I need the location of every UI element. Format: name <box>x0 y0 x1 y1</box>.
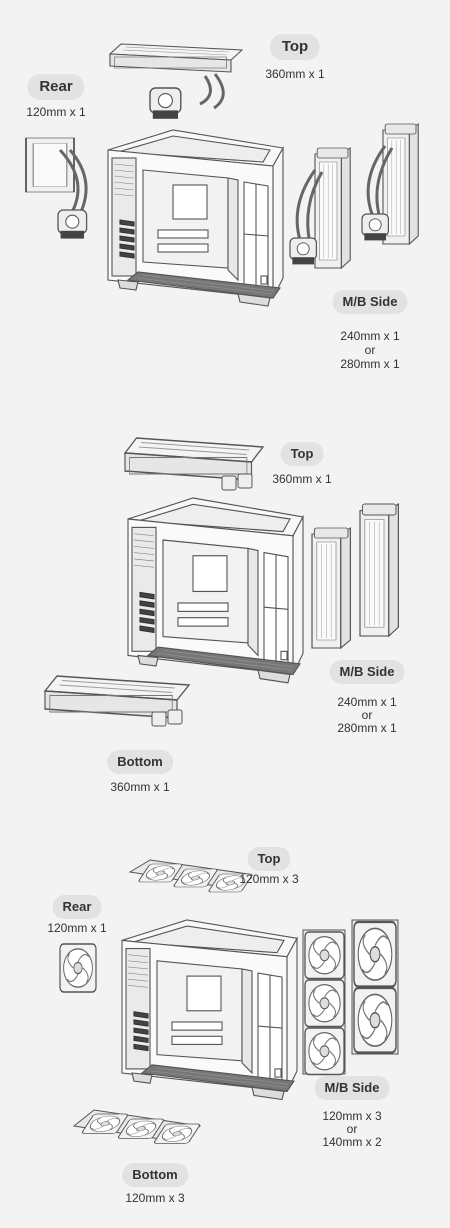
radiator-diagram <box>44 437 399 727</box>
rear-label: Rear <box>27 74 85 100</box>
panel-aio-360: Top 360mm x 1 Rear 120mm x 1 M/B Side 24… <box>0 0 450 406</box>
side-radiator-240 <box>311 527 351 649</box>
bottom-label: Bottom <box>107 750 173 774</box>
rear-label: Rear <box>52 895 102 919</box>
top-fans <box>128 859 254 893</box>
fan-diagram <box>59 859 399 1145</box>
rear-size: 120mm x 1 <box>26 105 86 119</box>
pc-case <box>107 129 284 307</box>
side-or: or <box>364 343 376 357</box>
side-radiator-240 <box>314 147 351 269</box>
pc-case <box>121 919 298 1101</box>
side-label: M/B Side <box>332 290 408 314</box>
side-size-1: 240mm x 1 <box>340 329 400 343</box>
top-size: 360mm x 1 <box>265 67 325 81</box>
top-radiator-ports <box>221 473 253 491</box>
side-fans-120 <box>302 929 346 1076</box>
side-label: M/B Side <box>329 660 405 684</box>
side-or: or <box>361 708 373 722</box>
rear-pump <box>57 209 88 240</box>
bottom-radiator <box>44 675 190 719</box>
pc-case <box>127 497 304 684</box>
top-label: Top <box>247 847 291 871</box>
top-pump <box>149 87 182 120</box>
rear-radiator <box>25 137 75 193</box>
top-size: 360mm x 1 <box>272 472 332 486</box>
side-size-2: 280mm x 1 <box>340 357 400 371</box>
top-label: Top <box>280 442 324 466</box>
rear-size: 120mm x 1 <box>47 921 107 935</box>
side-size-1: 240mm x 1 <box>337 695 397 709</box>
bottom-radiator-ports <box>151 709 183 727</box>
side-pump-280 <box>361 213 389 241</box>
rear-fan <box>59 943 97 993</box>
side-fans-140 <box>351 919 399 1055</box>
side-size-1: 120mm x 3 <box>322 1109 382 1123</box>
side-or: or <box>346 1122 358 1136</box>
top-size: 120mm x 3 <box>239 872 299 886</box>
side-size-2: 140mm x 2 <box>322 1135 382 1149</box>
side-pump-240 <box>289 237 317 265</box>
panel-fans: Top 120mm x 3 Rear 120mm x 1 M/B Side 12… <box>0 820 450 1228</box>
bottom-label: Bottom <box>122 1163 188 1187</box>
top-label: Top <box>269 34 321 60</box>
side-radiator-280 <box>359 503 399 637</box>
side-size-2: 280mm x 1 <box>337 721 397 735</box>
bottom-fans <box>72 1109 202 1145</box>
panel-custom-loop: Top 360mm x 1 M/B Side 240mm x 1 or 280m… <box>0 406 450 820</box>
bottom-size: 360mm x 1 <box>110 780 170 794</box>
top-radiator <box>109 43 243 73</box>
bottom-size: 120mm x 3 <box>125 1191 185 1205</box>
aio-diagram <box>25 43 419 307</box>
side-label: M/B Side <box>314 1076 390 1100</box>
